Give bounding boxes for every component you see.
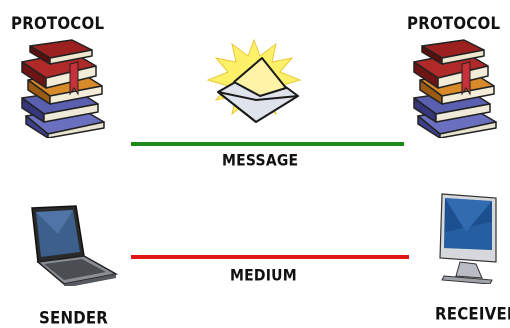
message-label: MESSAGE bbox=[222, 151, 299, 171]
sender-label: SENDER bbox=[39, 307, 109, 328]
books-icon bbox=[21, 39, 105, 138]
monitor-icon bbox=[439, 193, 497, 284]
protocol-label-left: PROTOCOL bbox=[11, 12, 105, 34]
receiver-label: RECEIVER bbox=[435, 303, 510, 325]
message-line bbox=[131, 142, 404, 146]
medium-label: MEDIUM bbox=[230, 266, 297, 286]
medium-line bbox=[131, 255, 409, 259]
protocol-label-right: PROTOCOL bbox=[407, 12, 501, 34]
laptop-icon bbox=[31, 205, 118, 286]
books-icon bbox=[413, 39, 497, 138]
envelope-icon bbox=[206, 38, 302, 123]
